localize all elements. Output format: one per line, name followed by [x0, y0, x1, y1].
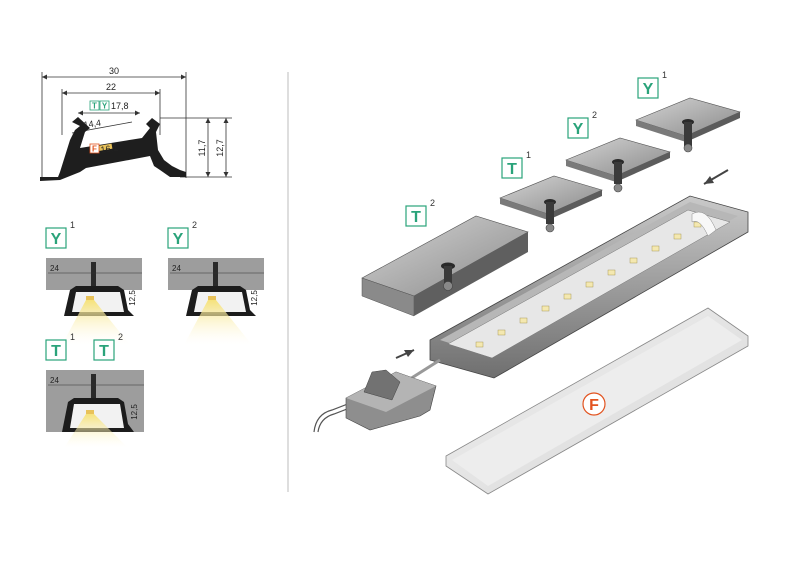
badge-t2: T	[99, 343, 109, 360]
profile-rail	[429, 195, 749, 379]
exploded-badge-y1: Y	[643, 81, 654, 98]
clip-t2: T 2	[361, 198, 529, 317]
mount-y1-height: 12,5	[128, 290, 137, 306]
badge-y1-sup: 1	[70, 220, 75, 230]
mini-badge-f: F	[92, 145, 97, 154]
badge-f-circle	[582, 392, 606, 416]
dim-width-inner: 22	[106, 82, 116, 92]
mount-t-depth: 24	[50, 376, 59, 385]
exploded-badge-t2-sup: 2	[430, 198, 435, 208]
exploded-badge-y2-sup: 2	[592, 110, 597, 120]
dim-width-led: 14,4	[83, 118, 102, 130]
dim-height-inner: 11,7	[197, 140, 207, 157]
exploded-badge-t1-sup: 1	[526, 150, 531, 160]
mounting-y1: Y 1 24 12,5	[45, 220, 142, 345]
end-cap	[313, 358, 441, 433]
mount-y2-depth: 24	[172, 264, 181, 273]
dim-width-cover-ty: 17,8	[111, 101, 129, 111]
badge-y2: Y	[173, 231, 184, 248]
badge-t2-sup: 2	[118, 332, 123, 342]
mount-y1-depth: 24	[50, 264, 59, 273]
badge-y2-sup: 2	[192, 220, 197, 230]
dim-cover-f: F 16,1	[89, 143, 119, 155]
exploded-badge-y1-sup: 1	[662, 70, 667, 80]
dim-cover-ty: T Y 17,8	[89, 100, 129, 111]
profile-cross-section: 30 22 T Y 17,8 14,4 F 16,1 11,7 12,7	[40, 66, 232, 181]
mounting-y2: Y 2 24 12,5	[167, 220, 264, 345]
exploded-badge-y2: Y	[573, 121, 584, 138]
clip-y1: Y 1	[635, 70, 741, 153]
mini-badge-y: Y	[102, 102, 108, 111]
dim-height-total: 12,7	[215, 139, 225, 157]
clip-y2: Y 2	[565, 110, 671, 193]
profile-shape	[40, 117, 186, 181]
badge-y1: Y	[51, 231, 62, 248]
dim-width-total: 30	[109, 66, 119, 76]
badge-t1-sup: 1	[70, 332, 75, 342]
led-chips	[475, 221, 702, 348]
mount-t-height: 12,5	[130, 404, 139, 420]
clip-t1: T 1	[499, 150, 603, 233]
exploded-badge-t1: T	[507, 161, 517, 178]
cover-f: F	[445, 307, 749, 495]
exploded-badge-f: F	[589, 397, 599, 414]
badge-t1: T	[51, 343, 61, 360]
exploded-badge-t2: T	[411, 209, 421, 226]
led-strip	[95, 143, 113, 152]
mini-badge-t: T	[92, 102, 97, 111]
mounting-t1-t2: T 1 T 2 24 12,5	[45, 332, 144, 448]
mount-y2-height: 12,5	[250, 290, 259, 306]
dim-width-cover-f: 16,1	[100, 143, 119, 155]
